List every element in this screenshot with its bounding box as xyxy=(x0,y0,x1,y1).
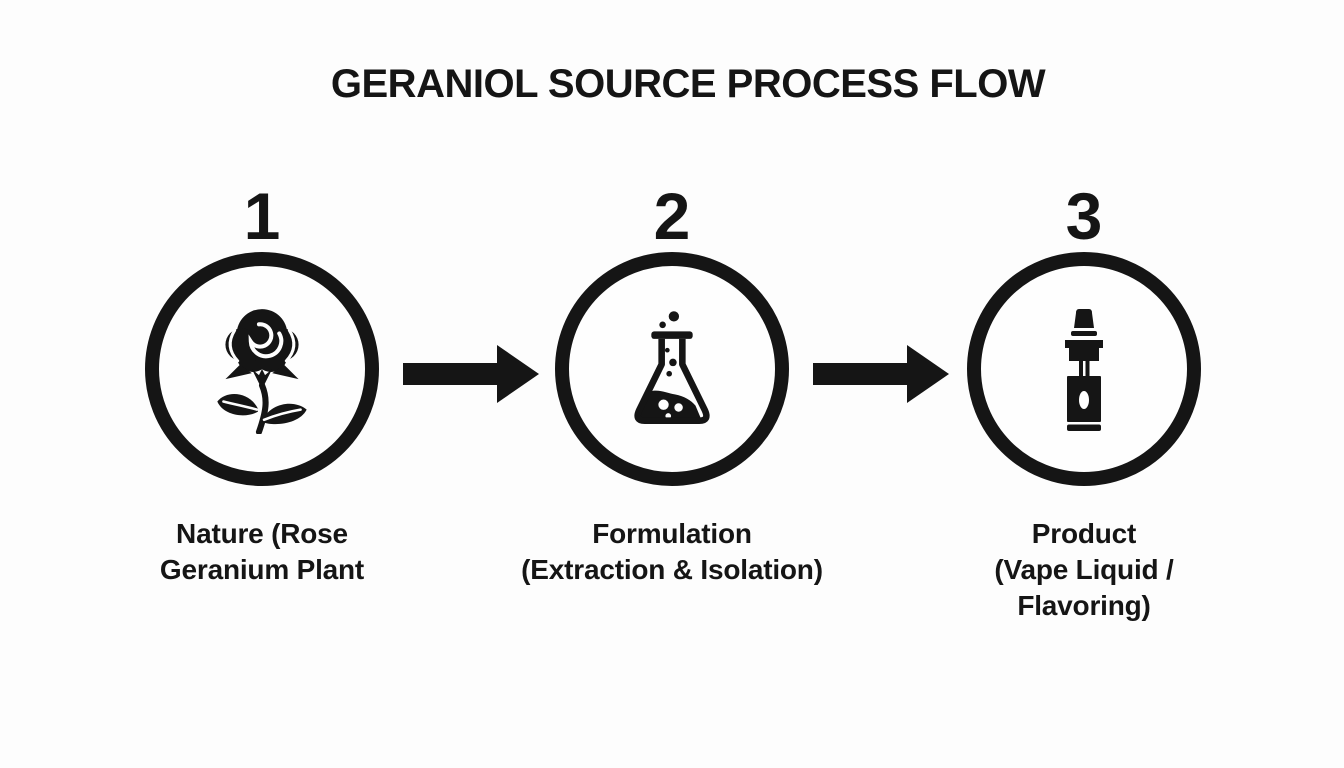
arrow-right-icon xyxy=(403,345,539,403)
step-formulation: 2 xyxy=(472,179,872,588)
step-nature: 1 xyxy=(62,179,462,588)
rose-icon xyxy=(217,309,307,434)
step-circle xyxy=(555,252,789,486)
step-number: 1 xyxy=(243,179,281,253)
flask-icon xyxy=(634,311,710,424)
step-label: Formulation (Extraction & Isolation) xyxy=(521,518,823,585)
step-label: Product (Vape Liquid / Flavoring) xyxy=(994,518,1174,621)
vape-icon xyxy=(1065,308,1103,431)
diagram-title: GERANIOL SOURCE PROCESS FLOW xyxy=(330,62,1046,106)
step-circle xyxy=(145,252,379,486)
step-circle xyxy=(967,252,1201,486)
arrow-right-icon xyxy=(813,345,949,403)
step-number: 3 xyxy=(1065,179,1103,253)
step-label: Nature (Rose Geranium Plant xyxy=(159,518,365,585)
step-product: 3 Product (Vape Liquid / Flavoring) xyxy=(884,179,1284,624)
step-number: 2 xyxy=(653,179,691,253)
